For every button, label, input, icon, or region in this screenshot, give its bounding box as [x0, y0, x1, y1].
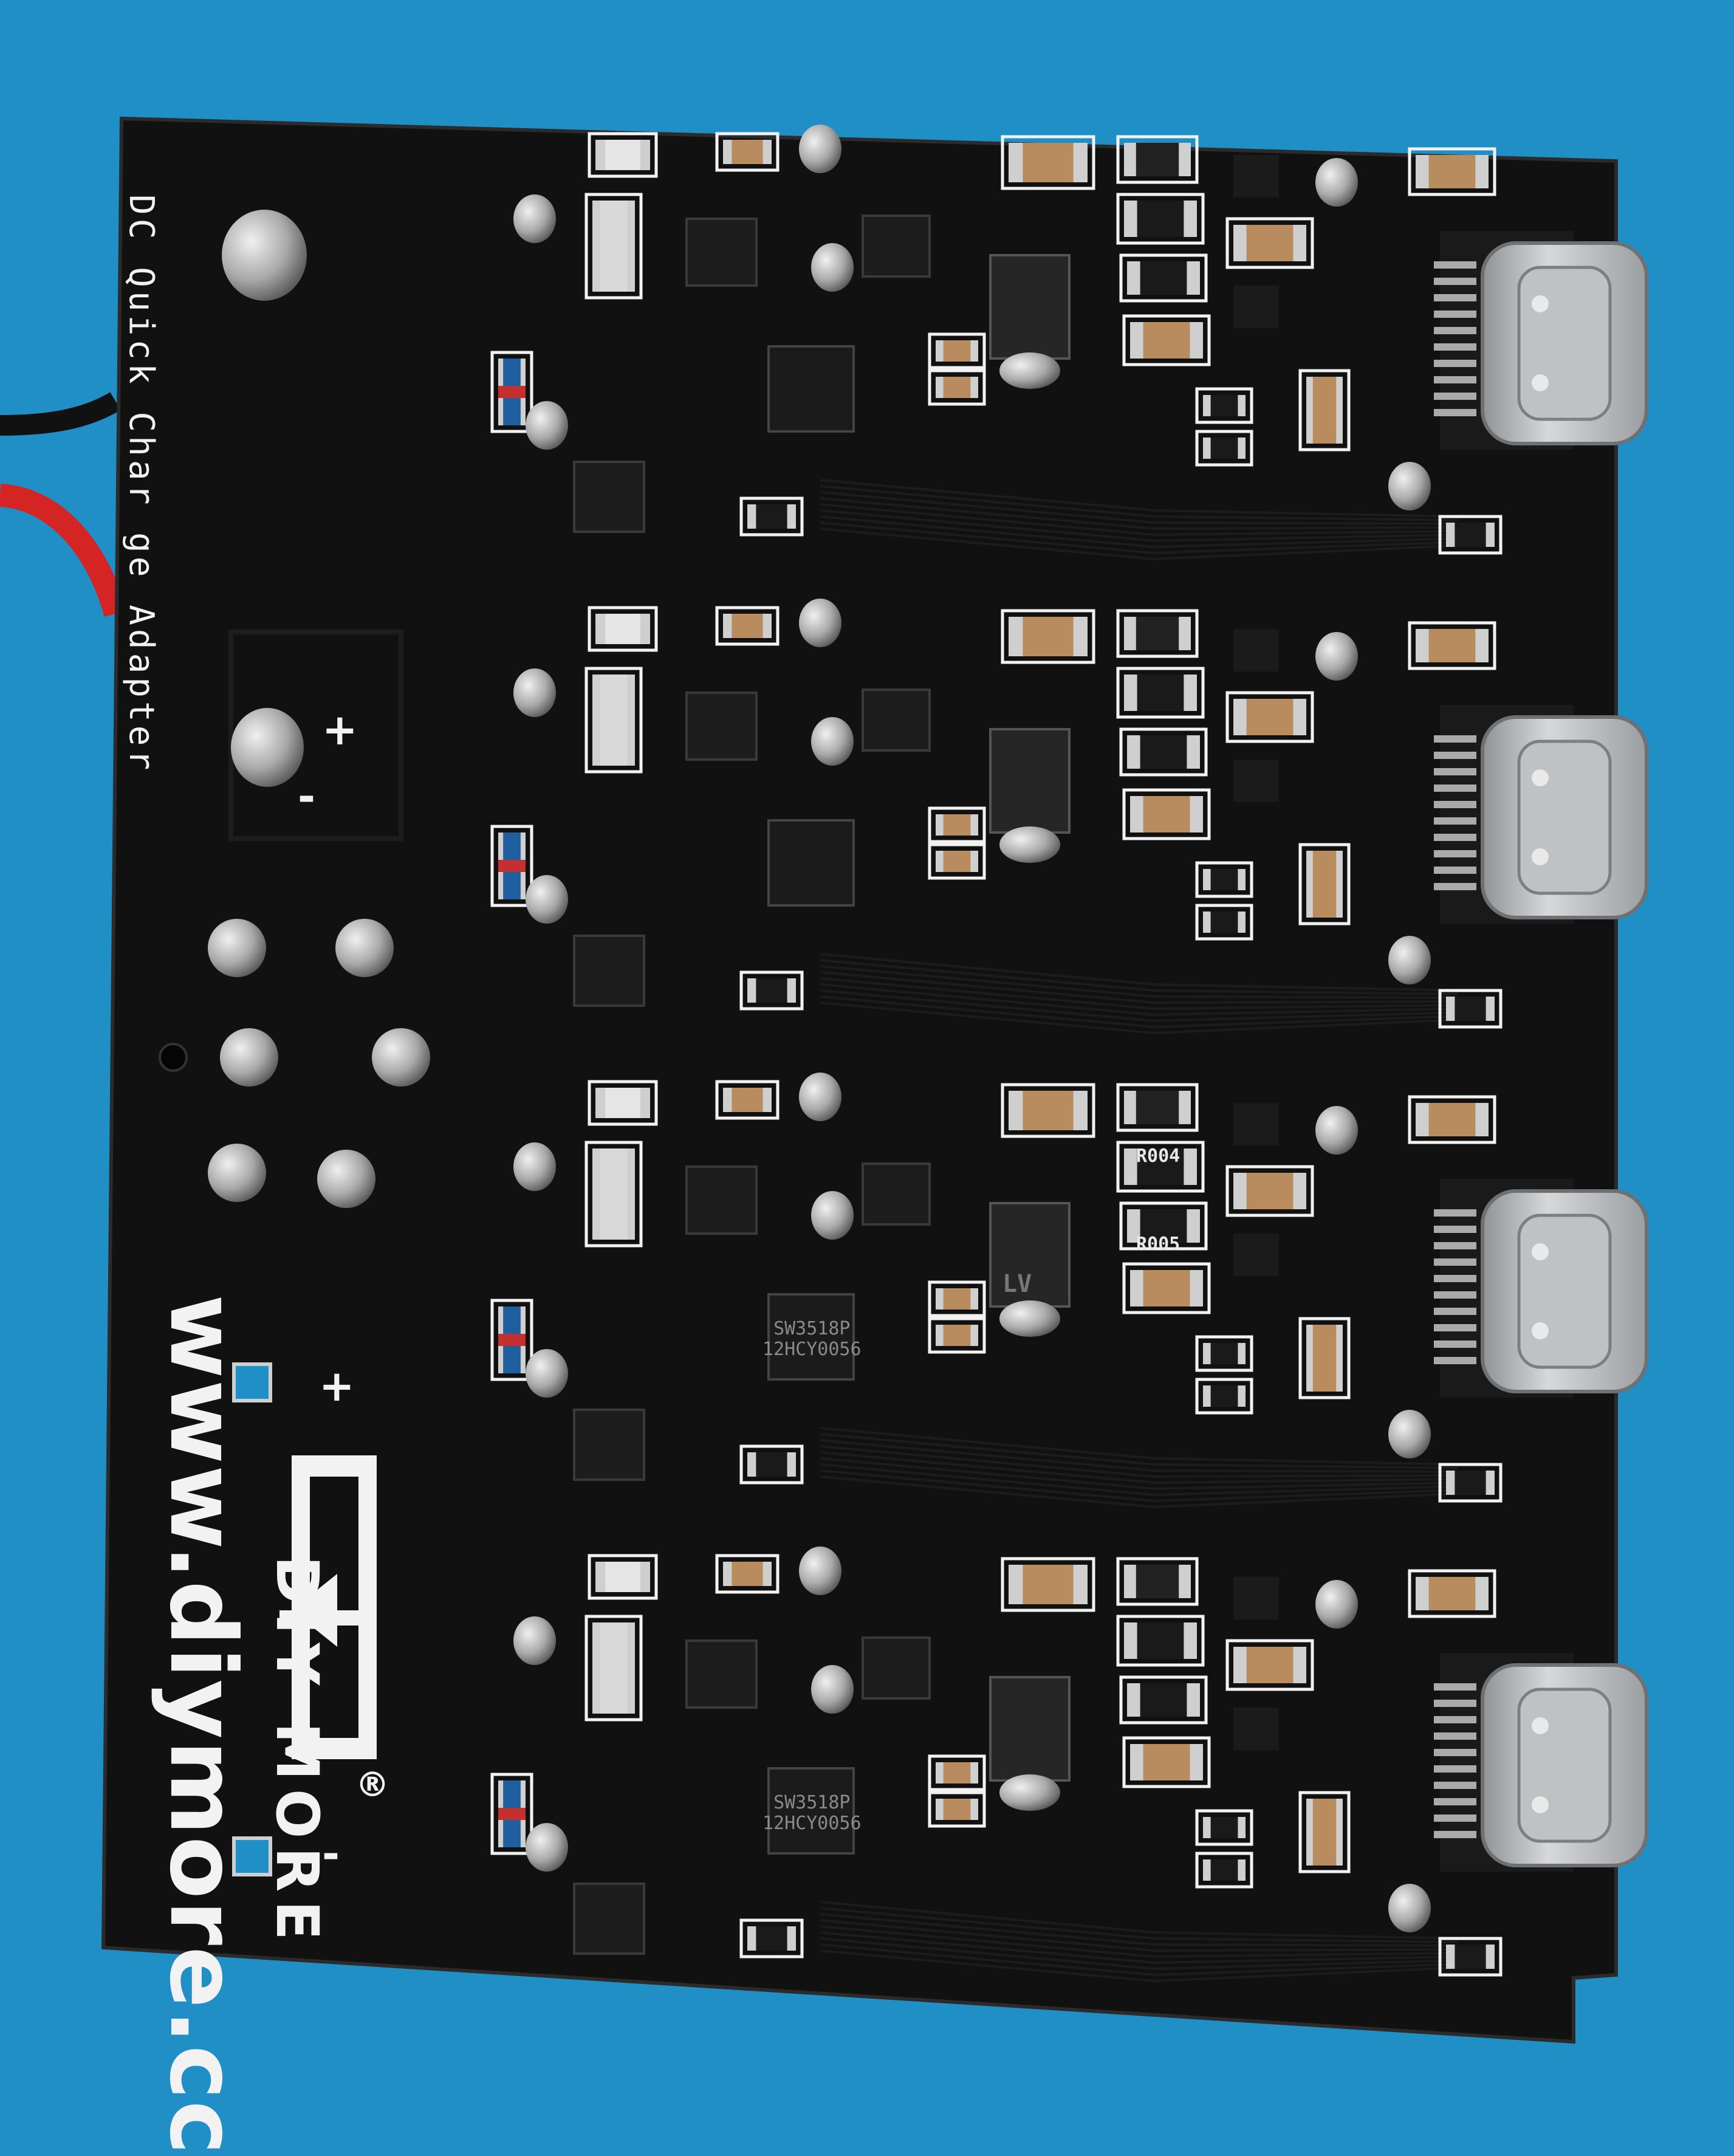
mosfet-ic-2: [862, 1162, 931, 1226]
mosfet-ic: [685, 1166, 758, 1235]
controller-ic: [767, 1767, 855, 1855]
diymore-logo: [279, 1455, 377, 1759]
red-wire: [0, 484, 127, 617]
channel-2: [490, 599, 1648, 1035]
small-ic-2: [1233, 286, 1279, 328]
controller-ic: [767, 1293, 855, 1381]
board-title-silkscreen: DC Quick Char ge Adapter: [122, 194, 161, 774]
channel-3: [490, 1073, 1648, 1509]
resistor-marking: R004: [1136, 1145, 1181, 1167]
sop-ic: [573, 1883, 645, 1955]
minus-mark-input: -: [298, 772, 316, 822]
usb-c-port-3: [1434, 1179, 1648, 1398]
usb-c-port-4: [1434, 1653, 1648, 1872]
small-ic: [1233, 629, 1279, 671]
mosfet-ic-2: [862, 215, 931, 278]
usb-c-port-1: [1434, 231, 1648, 450]
sop-ic: [573, 935, 645, 1007]
schottky-diode: [989, 1202, 1071, 1308]
schottky-diode: [989, 254, 1071, 360]
registered-mark: ®: [355, 1765, 389, 1805]
small-ic: [1233, 1577, 1279, 1619]
mosfet-ic: [685, 1639, 758, 1709]
diode-marking: LV: [1002, 1270, 1032, 1298]
resistor-marking-2: R005: [1136, 1234, 1181, 1255]
mosfet-ic-2: [862, 1636, 931, 1700]
plus-mark-output: +: [319, 1361, 355, 1411]
controller-ic: [767, 345, 855, 433]
mosfet-ic: [685, 218, 758, 287]
channel-4: [490, 1547, 1648, 1983]
controller-ic: [767, 819, 855, 907]
input-solder-pads: [159, 210, 430, 1876]
pcb-drawing: [0, 116, 1648, 2044]
small-ic-2: [1233, 1708, 1279, 1750]
schottky-diode: [989, 1676, 1071, 1782]
small-ic-2: [1233, 1234, 1279, 1276]
sop-ic: [573, 461, 645, 533]
plus-mark-input: +: [322, 705, 358, 755]
black-wire: [0, 392, 121, 436]
brand-silkscreen: DIY MORE: [263, 1556, 331, 1949]
pcb-board: [101, 116, 1618, 2044]
mosfet-ic-2: [862, 688, 931, 752]
channel-1: [490, 125, 1648, 561]
pcb-photo-scene: DC Quick Char ge Adapter www.diymore.cc …: [0, 116, 1648, 2156]
small-ic-2: [1233, 760, 1279, 802]
sop-ic: [573, 1409, 645, 1481]
website-silkscreen: www.diymore.cc: [149, 1294, 255, 2156]
charging-channels: [490, 125, 1648, 1983]
minus-mark-output: -: [322, 1829, 340, 1879]
schottky-diode: [989, 728, 1071, 834]
mosfet-ic: [685, 692, 758, 761]
small-ic: [1233, 1103, 1279, 1145]
small-ic: [1233, 155, 1279, 197]
usb-c-port-2: [1434, 705, 1648, 924]
